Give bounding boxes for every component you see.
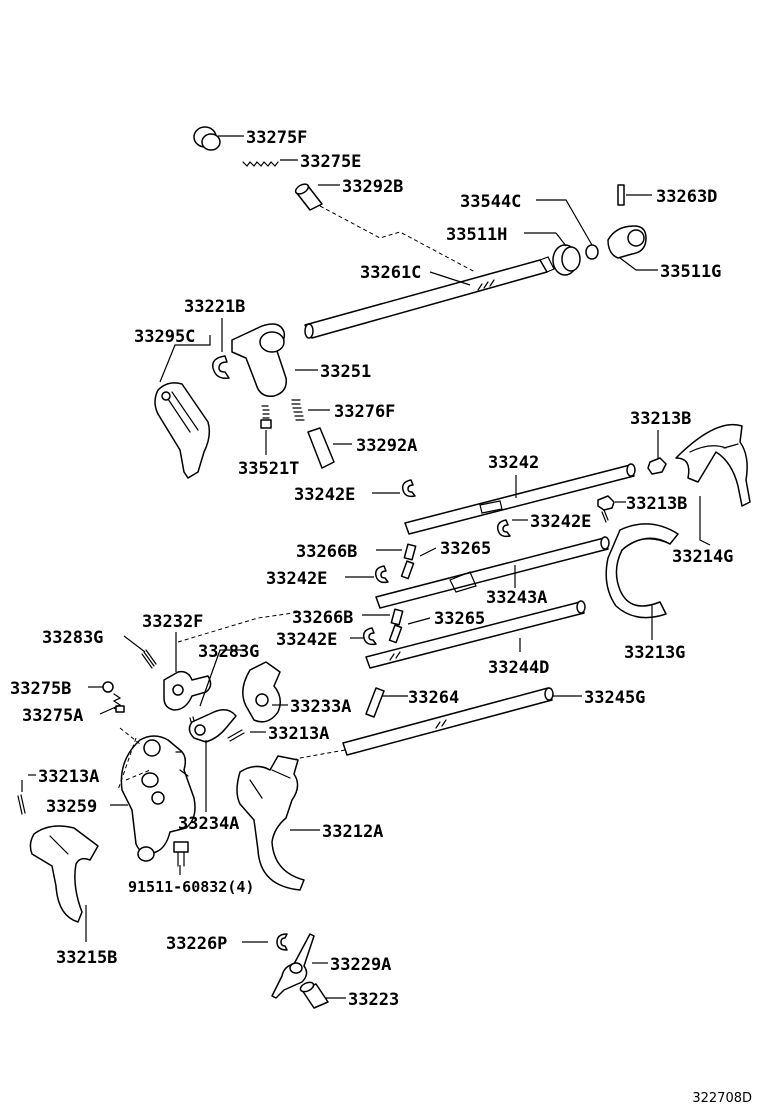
clip-33221B bbox=[212, 355, 230, 380]
spring-33275E bbox=[242, 161, 279, 167]
label-33226P[interactable]: 33226P bbox=[166, 934, 227, 954]
plug-33275F bbox=[193, 126, 221, 151]
lever-33234A bbox=[188, 709, 237, 743]
pin-33266B-2 bbox=[390, 608, 404, 626]
arm-33229A bbox=[271, 933, 315, 999]
head-33251 bbox=[231, 323, 287, 397]
fork-33212A bbox=[236, 755, 305, 891]
shaft-33244D bbox=[365, 600, 586, 669]
label-33243A[interactable]: 33243A bbox=[486, 588, 547, 608]
pin-33223 bbox=[299, 981, 329, 1009]
pin-33213A-2 bbox=[17, 794, 26, 815]
label-33242E-4[interactable]: 33242E bbox=[276, 630, 337, 650]
clip-33226P bbox=[276, 933, 288, 951]
label-33229A[interactable]: 33229A bbox=[330, 955, 391, 975]
e-ring-33242E-1 bbox=[401, 479, 416, 498]
fork-33214G bbox=[675, 424, 751, 507]
label-33213A-2[interactable]: 33213A bbox=[38, 767, 99, 787]
label-33232F[interactable]: 33232F bbox=[142, 612, 203, 632]
pin-33213A-1 bbox=[227, 729, 245, 742]
label-33283G-1[interactable]: 33283G bbox=[42, 628, 103, 648]
label-33244D[interactable]: 33244D bbox=[488, 658, 549, 678]
pin-33265-1 bbox=[400, 560, 415, 580]
ball-33275B bbox=[102, 681, 114, 693]
label-33213A-1[interactable]: 33213A bbox=[268, 724, 329, 744]
pin-33263D bbox=[617, 184, 625, 206]
label-33251[interactable]: 33251 bbox=[320, 362, 371, 382]
fork-33213G bbox=[605, 523, 679, 619]
bolt-33213B-mid bbox=[597, 495, 615, 523]
label-33275A[interactable]: 33275A bbox=[22, 706, 83, 726]
label-33266B-1[interactable]: 33266B bbox=[296, 542, 357, 562]
label-33292A[interactable]: 33292A bbox=[356, 436, 417, 456]
bolt-91511-60832 bbox=[173, 841, 189, 867]
ring-33544C bbox=[585, 244, 599, 260]
shaft-33261C bbox=[304, 256, 555, 339]
pin-33266B-1 bbox=[403, 543, 417, 561]
e-ring-33242E-3 bbox=[374, 565, 389, 584]
label-33213B-mid[interactable]: 33213B bbox=[626, 494, 687, 514]
label-33275B[interactable]: 33275B bbox=[10, 679, 71, 699]
label-33242E-1[interactable]: 33242E bbox=[294, 485, 355, 505]
label-33265-1[interactable]: 33265 bbox=[440, 539, 491, 559]
lever-33233A bbox=[242, 661, 281, 723]
spring-33276F bbox=[291, 399, 305, 421]
label-33242E-3[interactable]: 33242E bbox=[266, 569, 327, 589]
spring-33275A bbox=[112, 693, 125, 713]
label-33295C[interactable]: 33295C bbox=[134, 327, 195, 347]
pin-33292B bbox=[294, 183, 323, 211]
shaft-33243A bbox=[375, 536, 610, 609]
label-33242[interactable]: 33242 bbox=[488, 453, 539, 473]
label-33212A[interactable]: 33212A bbox=[322, 822, 383, 842]
label-33213G[interactable]: 33213G bbox=[624, 643, 685, 663]
label-33265-2[interactable]: 33265 bbox=[434, 609, 485, 629]
bolt-33213B-top bbox=[647, 457, 667, 475]
label-33245G[interactable]: 33245G bbox=[584, 688, 645, 708]
label-33261C[interactable]: 33261C bbox=[360, 263, 421, 283]
housing-33259 bbox=[120, 735, 196, 862]
label-33283G-2[interactable]: 33283G bbox=[198, 642, 259, 662]
sleeve-33511H bbox=[552, 244, 581, 276]
label-33259[interactable]: 33259 bbox=[46, 797, 97, 817]
label-33521T[interactable]: 33521T bbox=[238, 459, 299, 479]
label-33511G[interactable]: 33511G bbox=[660, 262, 721, 282]
label-33213B-top[interactable]: 33213B bbox=[630, 409, 691, 429]
e-ring-33242E-2 bbox=[496, 519, 511, 538]
label-33234A[interactable]: 33234A bbox=[178, 814, 239, 834]
label-33276F[interactable]: 33276F bbox=[334, 402, 395, 422]
pin-33283G-1 bbox=[141, 649, 157, 669]
shaft-33245G bbox=[342, 687, 554, 756]
plate-33295C bbox=[154, 382, 211, 479]
label-33266B-2[interactable]: 33266B bbox=[292, 608, 353, 628]
e-ring-33242E-4 bbox=[362, 627, 377, 646]
pin-33292A bbox=[307, 427, 335, 469]
pin-33265-2 bbox=[388, 624, 403, 644]
label-33292B[interactable]: 33292B bbox=[342, 177, 403, 197]
arm-33232F bbox=[163, 670, 212, 711]
label-33511H[interactable]: 33511H bbox=[446, 225, 507, 245]
label-91511-60832[interactable]: 91511-60832(4) bbox=[128, 878, 254, 896]
shaft-33242 bbox=[404, 463, 636, 535]
diagram-code: 322708D bbox=[692, 1091, 752, 1106]
label-33221B[interactable]: 33221B bbox=[184, 297, 245, 317]
label-33233A[interactable]: 33233A bbox=[290, 697, 351, 717]
label-33242E-2[interactable]: 33242E bbox=[530, 512, 591, 532]
fork-33215B bbox=[29, 825, 99, 923]
label-33223[interactable]: 33223 bbox=[348, 990, 399, 1010]
pin-33264 bbox=[365, 687, 385, 718]
label-33263D[interactable]: 33263D bbox=[656, 187, 717, 207]
label-33275E[interactable]: 33275E bbox=[300, 152, 361, 172]
label-33215B[interactable]: 33215B bbox=[56, 948, 117, 968]
bolt-33521T bbox=[260, 405, 272, 429]
label-33264[interactable]: 33264 bbox=[408, 688, 459, 708]
label-33214G[interactable]: 33214G bbox=[672, 547, 733, 567]
block-33511G bbox=[607, 225, 647, 259]
label-33544C[interactable]: 33544C bbox=[460, 192, 521, 212]
label-33275F[interactable]: 33275F bbox=[246, 128, 307, 148]
